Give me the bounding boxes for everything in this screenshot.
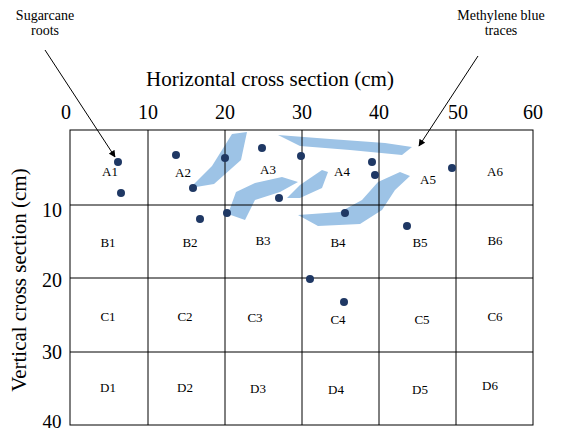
grid-cell-label: A6 [487,165,503,179]
grid-cell-label: D2 [177,381,193,395]
grid-cell-label: A1 [102,165,118,179]
callout-label: Methylene blue traces [455,8,547,39]
grid-cell-label: C6 [487,310,502,324]
grid-cell-label: D5 [412,383,428,397]
grid-cell-label: B5 [412,236,427,250]
axis-title: Vertical cross section (cm) [8,168,31,391]
grid-cell-label: C5 [414,313,429,327]
grid [70,130,533,425]
grid-cell-label: B6 [487,234,502,248]
grid-cell-label: B3 [255,234,270,248]
axis-number: 30 [42,341,62,363]
grid-cell-label: B4 [330,236,345,250]
grid-cell-label: D3 [250,382,266,396]
grid-cell-label: D4 [328,383,344,397]
axis-number: 20 [42,269,62,291]
grid-cell-label: B2 [182,236,197,250]
axis-number: 10 [138,101,158,123]
grid-cell-label: D1 [100,381,116,395]
grid-cell-label: C3 [247,311,262,325]
grid-cell-label: D6 [482,379,498,393]
axis-number: 60 [523,101,543,123]
axis-number: 20 [215,101,235,123]
axis-title: Horizontal cross section (cm) [146,68,394,91]
grid-cell-label: C2 [177,310,192,324]
grid-cell-label: A4 [334,165,350,179]
axis-number: 40 [43,412,62,433]
grid-cell-label: A3 [260,163,276,177]
grid-cell-label: B1 [100,236,115,250]
axis-number: 30 [292,101,312,123]
grid-cell-label: C4 [330,313,345,327]
leader-arrow [419,56,478,146]
leader-arrow [45,50,115,157]
callout-label: Sugarcane roots [5,8,85,39]
grid-cell-label: C1 [100,310,115,324]
axis-number: 50 [448,101,468,123]
grid-cell-label: A5 [420,173,436,187]
root-dots [114,144,456,306]
axis-number: 0 [61,101,71,123]
grid-cell-label: A2 [175,166,191,180]
axis-number: 10 [42,199,62,221]
axis-number: 40 [369,101,389,123]
